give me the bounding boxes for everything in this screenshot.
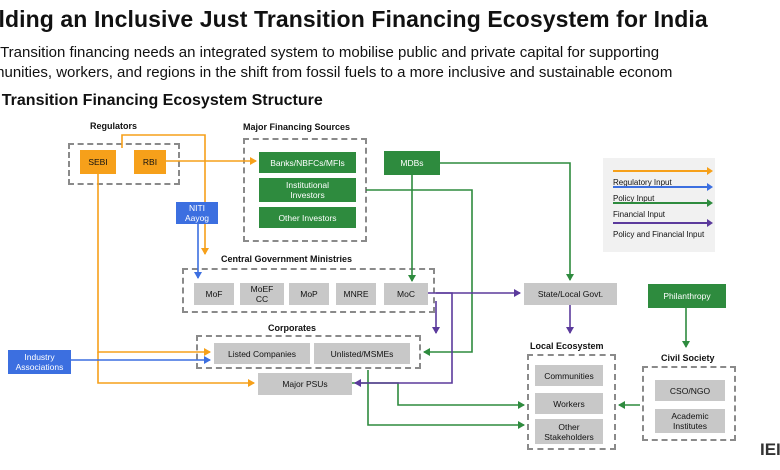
regulators-label: Regulators xyxy=(90,121,138,131)
regulatory-line-sebi-psus xyxy=(97,352,255,387)
local-ecosystem-group xyxy=(527,354,616,450)
legend-label: Financial Input xyxy=(613,210,666,219)
legend-swatch xyxy=(613,167,713,175)
page-title: ilding an Inclusive Just Transition Fina… xyxy=(0,6,708,32)
state-local-govt-node: State/Local Govt. xyxy=(524,283,617,305)
moc-node: MoC xyxy=(384,283,428,305)
other-investors-node: Other Investors xyxy=(259,207,356,228)
banks-node: Banks/NBFCs/MFIs xyxy=(259,152,356,173)
financial-line-unlisted-other xyxy=(367,370,525,429)
ministries-label: Central Government Ministries xyxy=(221,254,353,264)
major-psus-node: Major PSUs xyxy=(258,373,352,395)
academic-institutes-node: Academic Institutes xyxy=(655,409,725,433)
legend-swatch xyxy=(613,199,713,207)
legend-label: Policy and Financial Input xyxy=(613,230,705,239)
financing-label: Major Financing Sources xyxy=(243,122,351,132)
cso-ngo-node: CSO/NGO xyxy=(655,380,725,401)
corporates-label: Corporates xyxy=(268,323,317,333)
workers-node: Workers xyxy=(535,393,603,414)
civil-society-group xyxy=(642,366,736,441)
financial-line-psus-local xyxy=(352,382,525,409)
industry-associations-node: Industry Associations xyxy=(8,350,71,374)
legend-label: Regulatory Input xyxy=(613,178,672,187)
legend-label: Policy Input xyxy=(613,194,655,203)
watermark-logo: IEI xyxy=(760,440,780,459)
local-ecosystem-label: Local Ecosystem xyxy=(530,341,604,351)
intro-line-2: munities, workers, and regions in the sh… xyxy=(0,64,673,81)
legend: Regulatory Input Policy Input Financial … xyxy=(603,158,715,252)
legend-swatch xyxy=(613,219,713,227)
philanthropy-node: Philanthropy xyxy=(648,284,726,308)
regulatory-line-top xyxy=(121,134,209,255)
other-stakeholders-node: Other Stakeholders xyxy=(535,419,603,444)
ministries-group xyxy=(182,268,435,313)
intro-line-1: t Transition financing needs an integrat… xyxy=(0,44,660,61)
financial-line-inst-unlisted xyxy=(366,189,473,356)
legend-swatch xyxy=(613,183,713,191)
mnre-node: MNRE xyxy=(336,283,376,305)
listed-companies-node: Listed Companies xyxy=(214,343,310,364)
moefcc-node: MoEF CC xyxy=(240,283,284,305)
unlisted-msmes-node: Unlisted/MSMEs xyxy=(314,343,410,364)
diagram-title: t Transition Financing Ecosystem Structu… xyxy=(0,92,323,109)
regulatory-line-sebi-listed xyxy=(97,172,211,356)
policy-financial-line-moc-psus xyxy=(354,292,453,387)
financial-line-mdbs-state xyxy=(440,162,574,281)
niti-aayog-node: NITI Aayog xyxy=(176,202,218,224)
sebi-node: SEBI xyxy=(80,150,116,174)
regulators-group xyxy=(68,143,180,185)
mop-node: MoP xyxy=(289,283,329,305)
rbi-node: RBI xyxy=(134,150,166,174)
communities-node: Communities xyxy=(535,365,603,386)
institutional-investors-node: Institutional Investors xyxy=(259,178,356,202)
mof-node: MoF xyxy=(194,283,234,305)
mdbs-node: MDBs xyxy=(384,151,440,175)
civil-society-label: Civil Society xyxy=(661,353,715,363)
